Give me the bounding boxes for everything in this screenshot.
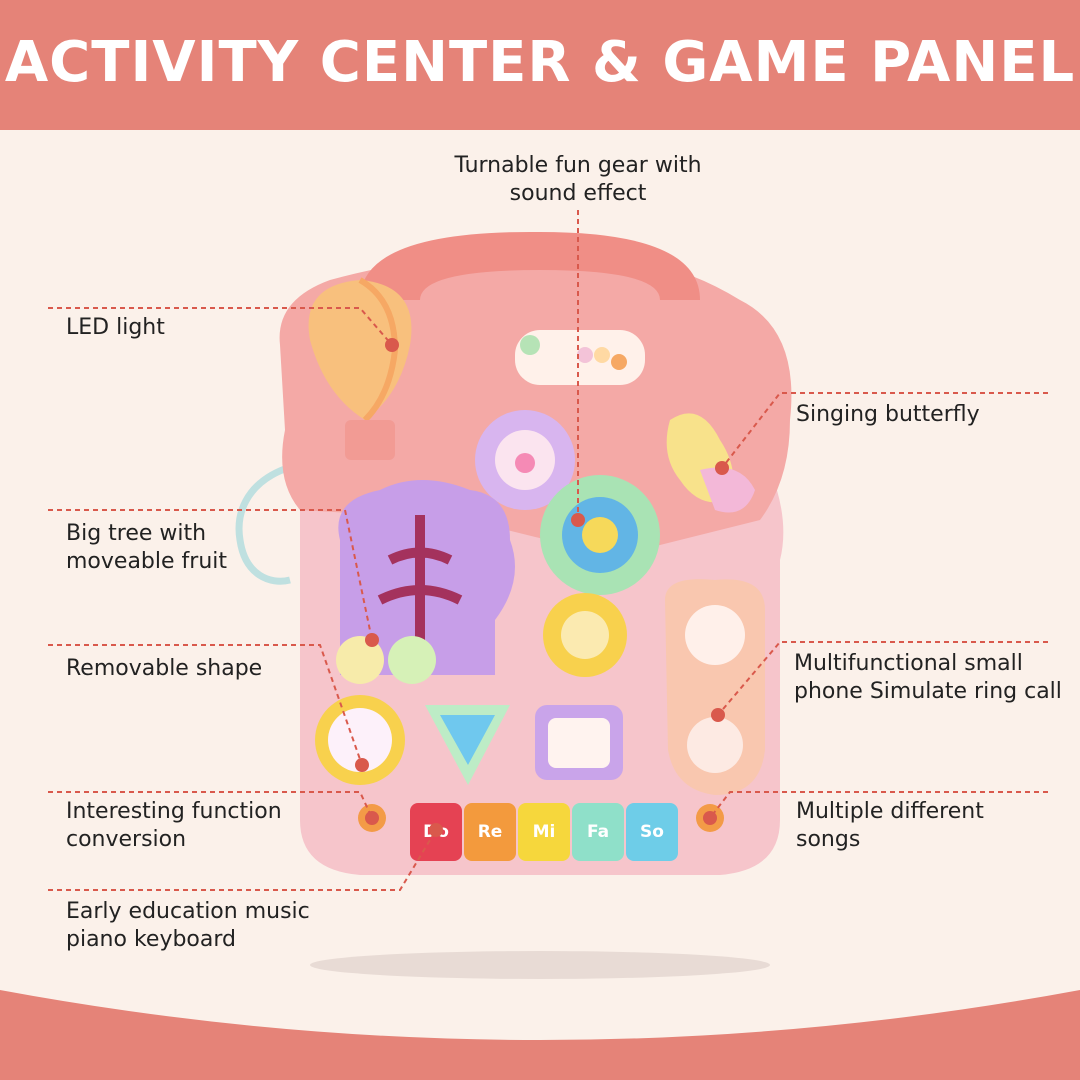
label-removable-shape: Removable shape — [66, 656, 263, 681]
label-big-tree: Big tree with moveable fruit — [66, 521, 228, 574]
page-title: ACTIVITY CENTER & GAME PANEL — [4, 30, 1076, 95]
piano-key-mi: Mi — [533, 822, 556, 842]
label-multiple-songs: Multiple different songs — [796, 799, 984, 852]
piano-key-so: So — [640, 822, 664, 842]
piano-key-fa: Fa — [587, 822, 609, 842]
label-function-conversion: Interesting function conversion — [66, 799, 282, 852]
label-singing-butterfly: Singing butterfly — [796, 402, 980, 427]
label-piano-keyboard: Early education music piano keyboard — [66, 899, 310, 952]
label-led-light: LED light — [66, 315, 165, 340]
label-multifunctional-phone: Multifunctional small phone Simulate rin… — [794, 651, 1062, 704]
piano-key-do: Do — [423, 822, 449, 842]
footer-wave — [0, 990, 1080, 1080]
header-banner — [0, 0, 1080, 130]
label-turnable-gear: Turnable fun gear with sound effect — [454, 153, 702, 206]
piano-key-re: Re — [478, 822, 503, 842]
